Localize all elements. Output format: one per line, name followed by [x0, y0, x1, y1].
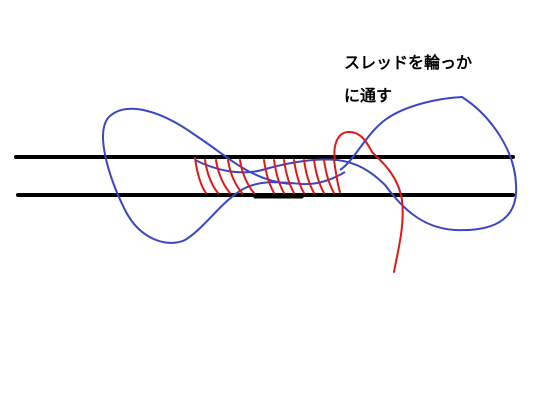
thread-wrap — [323, 159, 335, 194]
loop-right-lobe — [194, 95, 518, 232]
thread-wrap — [227, 159, 243, 194]
annotation-text: スレッドを輪っか に通す — [344, 46, 472, 112]
thread-wrap — [313, 159, 325, 194]
loop-left-lobe — [102, 107, 346, 244]
annotation-line-1: スレッドを輪っか — [344, 53, 473, 72]
thread-wrap — [283, 159, 295, 194]
thread-wrap — [293, 159, 305, 194]
thread-wrap — [303, 159, 315, 194]
thread-wrap — [204, 159, 219, 194]
thread-wraps — [194, 157, 341, 194]
thread-wrap — [194, 157, 207, 194]
thread-wrap — [333, 159, 341, 193]
thread-wrap — [239, 159, 255, 194]
annotation-line-2: に通す — [344, 86, 393, 105]
thread-tail — [333, 130, 404, 273]
thread-wrap — [263, 159, 275, 194]
thread-wrap — [273, 159, 285, 194]
thread-wrap — [215, 159, 231, 194]
